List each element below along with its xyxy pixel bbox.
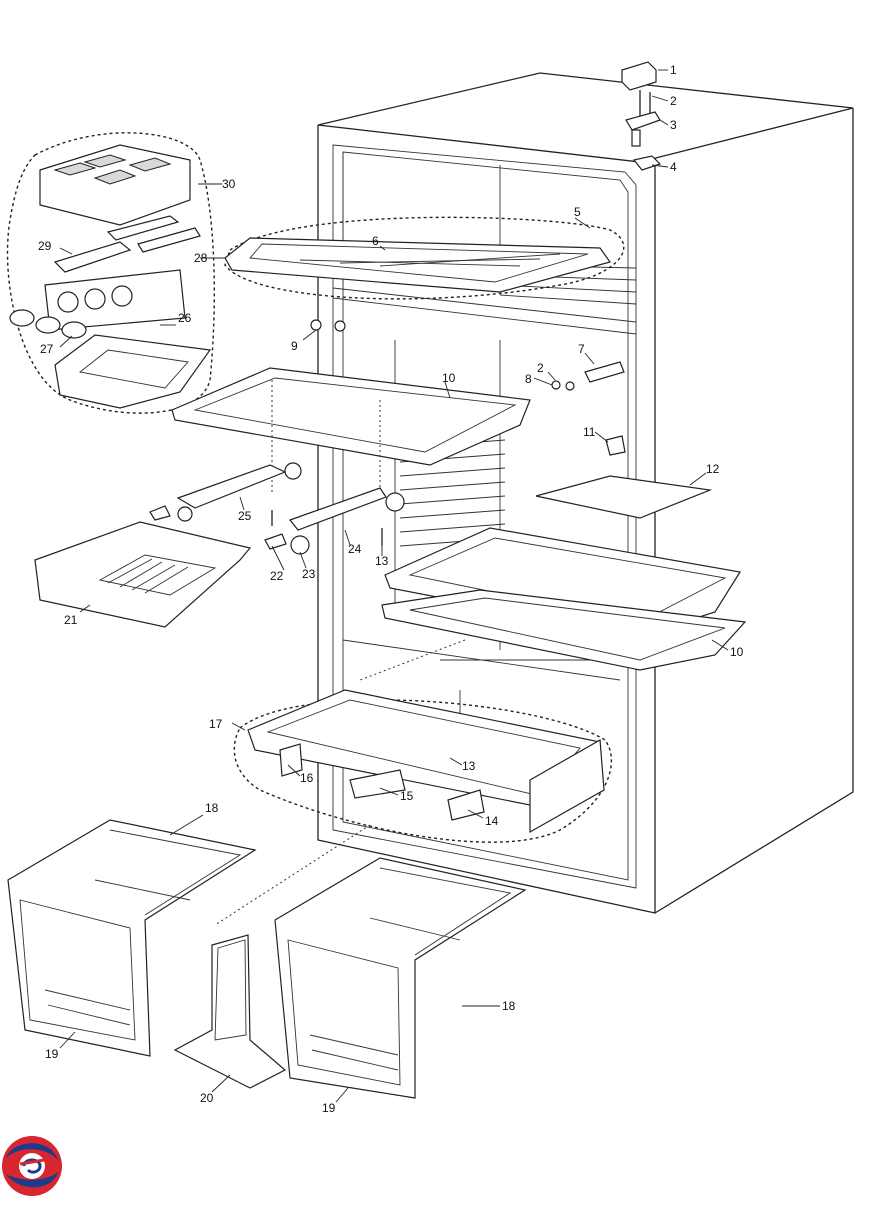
ice-bin: [54, 334, 212, 409]
callout-25: 25: [238, 509, 252, 523]
ice-knob-3: [61, 321, 87, 339]
callout-4: 4: [670, 160, 677, 174]
small-shelf-12: [535, 475, 713, 519]
callout-10-lower: 10: [730, 645, 744, 659]
drawer-21: [34, 521, 252, 628]
ice-knob-1: [9, 309, 35, 327]
callout-29: 29: [38, 239, 52, 253]
callout-21: 21: [64, 613, 78, 627]
callout-20: 20: [200, 1091, 214, 1105]
callout-5: 5: [574, 205, 581, 219]
callout-2: 2: [670, 94, 677, 108]
callout-labels: 1 2 3 4 5 6 7 8 9 10 11 12 13 14 15 16 1…: [38, 63, 744, 1115]
callout-22: 22: [270, 569, 284, 583]
callout-7: 7: [578, 342, 585, 356]
hinge-bracket: [625, 111, 661, 131]
ice-maker-group: [6, 132, 215, 414]
callout-2-lower: 2: [537, 361, 544, 375]
ice-knob-2: [35, 316, 61, 334]
callout-3: 3: [670, 118, 677, 132]
glass-shelf-b: [381, 589, 747, 671]
callout-13-lower: 13: [462, 759, 476, 773]
crisper-drawer-left: [7, 819, 257, 1057]
callout-13: 13: [375, 554, 389, 568]
callout-23: 23: [302, 567, 316, 581]
callout-1: 1: [670, 63, 677, 77]
rail-15: [349, 769, 406, 799]
upper-glass-shelf: [171, 367, 531, 500]
callout-18-right: 18: [502, 999, 516, 1013]
callout-17: 17: [209, 717, 223, 731]
top-hinge-assembly: [621, 61, 662, 171]
right-crisper-drawer: [274, 857, 527, 1099]
ice-tray-right: [137, 227, 201, 253]
callout-12: 12: [706, 462, 720, 476]
meat-drawer: [34, 521, 252, 628]
left-crisper-drawer: [7, 819, 257, 1057]
callout-24: 24: [348, 542, 362, 556]
shelf-rail-parts: [149, 462, 405, 555]
door-small-parts: [310, 319, 713, 519]
rail-14: [447, 789, 485, 821]
callout-11: 11: [583, 425, 596, 439]
crisper-divider: [173, 934, 287, 1089]
callout-18: 18: [205, 801, 219, 815]
freezer-shelf-group: [224, 216, 625, 300]
callout-6: 6: [372, 234, 379, 248]
rail-25: [176, 464, 287, 509]
callout-14: 14: [485, 814, 499, 828]
lower-glass-shelves: [381, 527, 747, 671]
bracket-7: [584, 361, 625, 383]
callout-30: 30: [222, 177, 236, 191]
ice-tray-left: [53, 241, 132, 273]
callout-19-right: 19: [322, 1101, 336, 1115]
hinge-spacer: [632, 155, 662, 171]
glass-shelf-a: [384, 527, 741, 637]
divider-20: [173, 934, 287, 1089]
callout-27: 27: [40, 342, 54, 356]
callout-28: 28: [194, 251, 208, 265]
crisper-drawer-right: [274, 857, 527, 1099]
callout-leaders: [59, 69, 729, 1103]
callout-19: 19: [45, 1047, 59, 1061]
hinge-pin: [631, 129, 641, 147]
callout-15: 15: [400, 789, 414, 803]
callout-9: 9: [291, 339, 298, 353]
ice-tray-middle: [106, 215, 180, 241]
callout-10: 10: [442, 371, 456, 385]
part-11: [605, 435, 626, 456]
hinge-cover: [621, 61, 657, 91]
callout-8: 8: [525, 372, 532, 386]
brand-logo: [2, 1136, 62, 1196]
glass-shelf-upper: [171, 367, 531, 466]
frame-side: [529, 739, 605, 834]
callout-16: 16: [300, 771, 314, 785]
callout-26: 26: [178, 311, 192, 325]
crisper-cover-frame: [233, 689, 613, 843]
rail-16: [279, 743, 303, 777]
rail-24: [289, 487, 387, 531]
